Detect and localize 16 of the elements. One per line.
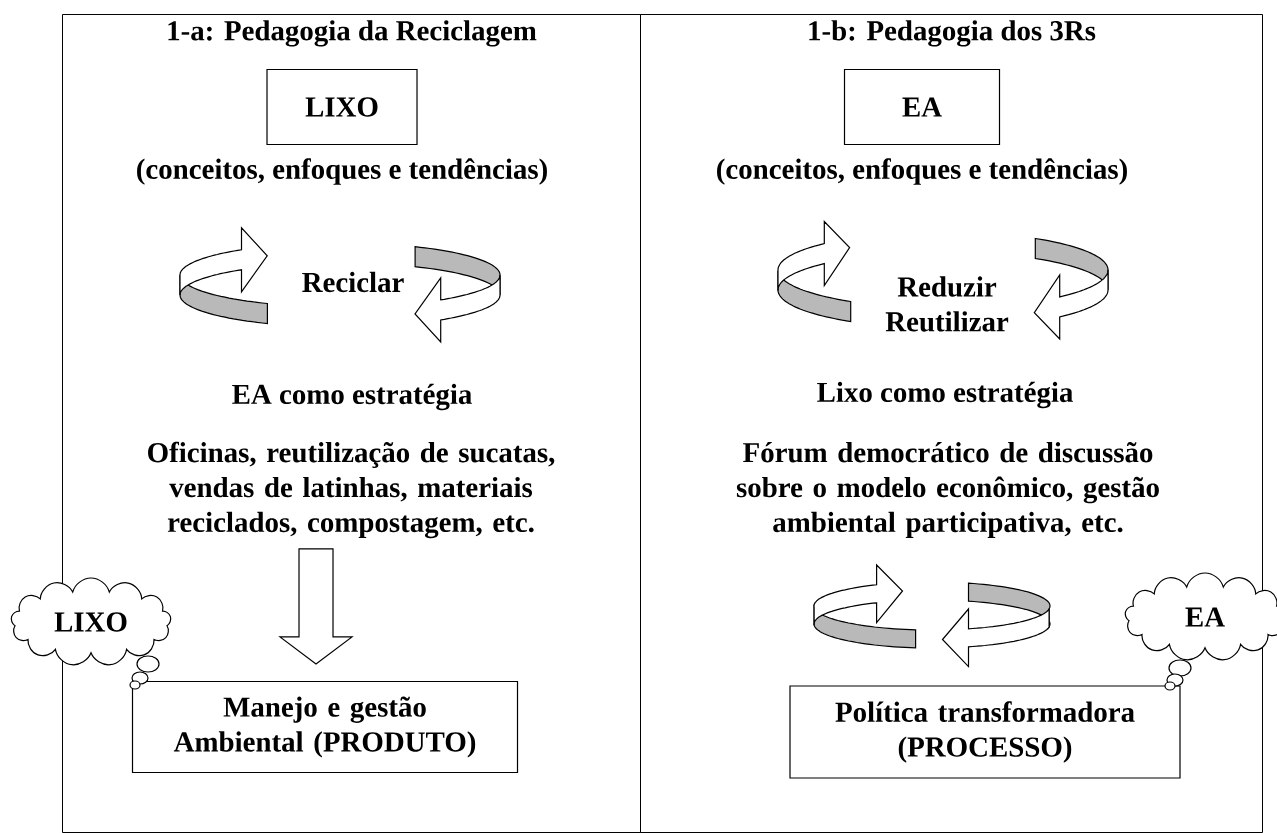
text-label: Lixo como estratégia (817, 381, 1073, 409)
text-box: LIXO (266, 68, 418, 146)
text-label: Oficinas, reutilização de sucatas, vendas de latinhas, materiais reciclados, compostagem, etc. (148, 441, 555, 539)
text-label: Reduzir Reutilizar (885, 276, 1009, 332)
text-label: Reciclar (302, 271, 404, 293)
text-box: Manejo e gestão Ambiental (PRODUTO) (131, 680, 519, 774)
text-box: EA (843, 68, 1001, 146)
text-label: EA como estratégia (232, 383, 472, 411)
text-box: Política transformadora (PROCESSO) (789, 685, 1181, 779)
thought-cloud: LIXO (10, 577, 172, 690)
block-arrow (278, 548, 354, 665)
text-label: Fórum democrático de discussão sobre o modelo econômico, gestão ambiental participativa, etc. (736, 442, 1159, 538)
node-label: EA (1185, 607, 1225, 627)
thought-cloud: EA (1124, 572, 1277, 691)
node-label: (conceitos, enfoques e tendências) (717, 158, 1127, 185)
node-label: (conceitos, enfoques e tendências) (137, 158, 547, 185)
